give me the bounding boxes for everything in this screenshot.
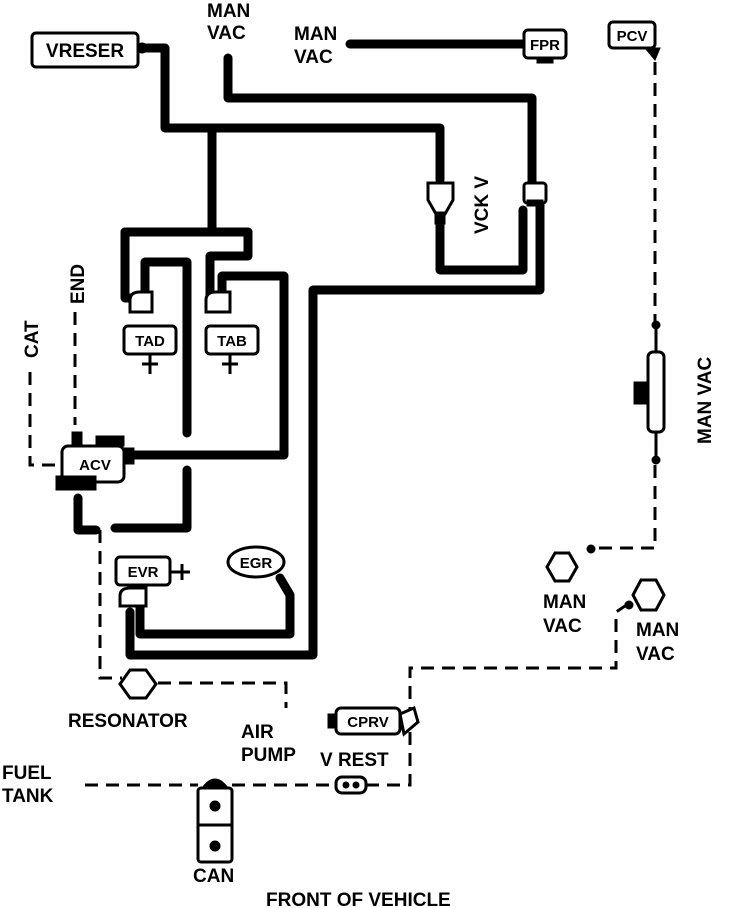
inline-device-body bbox=[646, 350, 666, 434]
resonator-label: RESONATOR bbox=[68, 711, 188, 732]
dash-vrest-cprv bbox=[366, 722, 412, 787]
evr-component: EVR bbox=[114, 555, 190, 608]
air-pump-line1: AIR bbox=[241, 722, 274, 743]
v-rest-label: V REST bbox=[320, 750, 389, 771]
man-vac-top-line2: VAC bbox=[207, 23, 246, 44]
tab-box bbox=[204, 324, 260, 356]
hose-tad-left bbox=[120, 227, 140, 303]
tab-label: TAB bbox=[217, 333, 247, 350]
acv-component: ACV bbox=[55, 431, 135, 491]
man-vac-mid-line1: MAN bbox=[543, 592, 586, 613]
fuel-tank-line1: FUEL bbox=[2, 763, 52, 784]
cprv-component: CPRV bbox=[327, 705, 420, 737]
man-vac-fpr-line2: VAC bbox=[294, 47, 333, 68]
right-check-valve bbox=[522, 181, 548, 207]
egr-label: EGR bbox=[240, 555, 273, 572]
fpr-label: FPR bbox=[530, 37, 560, 54]
hose-tab-left bbox=[205, 227, 253, 301]
man-vac-low-line1: MAN bbox=[636, 620, 679, 641]
man-vac-low-line2: VAC bbox=[636, 644, 675, 665]
dash-man-vac-lower bbox=[592, 465, 657, 550]
egr-component: EGR bbox=[226, 545, 286, 579]
can-component bbox=[196, 778, 234, 864]
hose-vreser bbox=[135, 43, 217, 133]
end-label: END bbox=[68, 264, 89, 304]
cprv-label: CPRV bbox=[347, 714, 388, 731]
hose-right-valve-run bbox=[125, 195, 545, 660]
vck-v-label: VCK V bbox=[472, 176, 493, 234]
pcv-box bbox=[607, 20, 657, 50]
resonator-body bbox=[118, 668, 158, 700]
hose-tab-right bbox=[130, 271, 289, 460]
hose-acv-out bbox=[73, 493, 101, 535]
text-labels: MAN VAC MAN VAC VCK V END CAT MAN VAC MA… bbox=[2, 1, 716, 908]
tad-label: TAD bbox=[135, 333, 165, 350]
fuel-tank-line2: TANK bbox=[2, 786, 54, 807]
man-vac-fpr-line1: MAN bbox=[294, 24, 337, 45]
dash-cat bbox=[28, 372, 60, 467]
hose-evr-egr bbox=[135, 573, 295, 639]
vck-v-valve bbox=[426, 181, 455, 225]
man-vac-port-low bbox=[624, 578, 666, 612]
dash-cprv-man-vac bbox=[408, 602, 629, 720]
egr-body bbox=[226, 545, 286, 579]
vreser-label: VRESER bbox=[46, 41, 124, 62]
hose-tad-right bbox=[140, 257, 192, 438]
can-label: CAN bbox=[193, 866, 234, 887]
cat-label: CAT bbox=[22, 320, 43, 358]
man-vac-top-line1: MAN bbox=[207, 1, 250, 22]
vreser-component: VRESER bbox=[30, 31, 148, 69]
hose-trunk-vckv bbox=[207, 123, 445, 185]
man-vac-port-mid bbox=[545, 544, 596, 583]
hose-vckv-loop bbox=[435, 205, 528, 275]
dashed-lines bbox=[28, 62, 657, 787]
fpr-component: FPR bbox=[522, 28, 568, 64]
pcv-label: PCV bbox=[617, 28, 648, 45]
tab-component: TAB bbox=[204, 290, 260, 374]
v-rest-body bbox=[334, 775, 368, 795]
man-vac-right-label: MAN VAC bbox=[695, 356, 716, 444]
v-rest-component bbox=[334, 775, 368, 795]
front-of-vehicle-label: FRONT OF VEHICLE bbox=[266, 890, 451, 908]
acv-label: ACV bbox=[79, 457, 111, 474]
dash-resonator-air bbox=[158, 681, 288, 708]
vacuum-hoses bbox=[73, 39, 545, 660]
man-vac-mid-line2: VAC bbox=[543, 616, 582, 637]
hose-man-vac-top bbox=[223, 53, 537, 190]
hose-acv-lower bbox=[110, 465, 192, 533]
evr-label: EVR bbox=[128, 564, 159, 581]
inline-vacuum-device bbox=[633, 320, 666, 465]
dash-resonator bbox=[98, 530, 122, 680]
pcv-component: PCV bbox=[607, 20, 661, 61]
vck-v-body bbox=[426, 181, 455, 216]
tad-component: TAD bbox=[122, 290, 178, 374]
resonator-component bbox=[118, 668, 158, 700]
air-pump-line2: PUMP bbox=[241, 745, 296, 766]
